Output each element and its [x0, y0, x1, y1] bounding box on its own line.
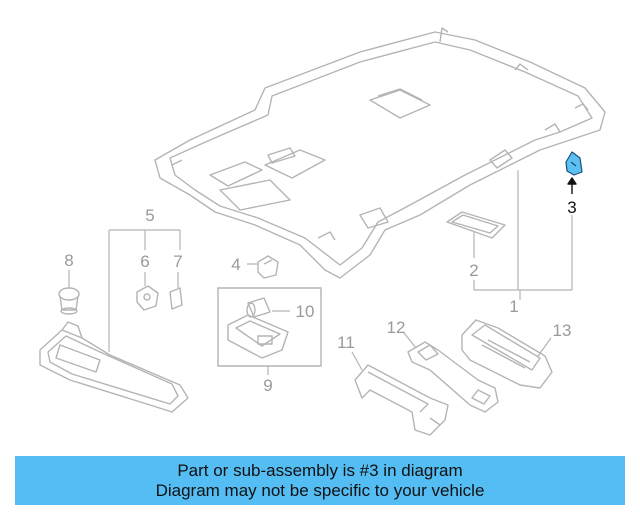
part-8-grommet — [58, 287, 80, 315]
part-number-8: 8 — [64, 251, 73, 270]
banner-line-disclaimer: Diagram may not be specific to your vehi… — [155, 480, 485, 500]
part-10-bulb — [246, 297, 271, 318]
part-13-console-bracket — [461, 319, 553, 389]
part-4-clip — [257, 255, 279, 279]
sun-visor-illustration — [39, 321, 189, 413]
part-number-9: 9 — [263, 376, 272, 395]
part-11-grab-handle — [354, 364, 449, 436]
part-number-3: 3 — [567, 198, 576, 217]
part-9-map-lamp-group — [217, 287, 322, 367]
banner-line-part: Part or sub-assembly is #3 in diagram — [177, 460, 463, 480]
info-banner: Part or sub-assembly is #3 in diagram Di… — [15, 456, 625, 505]
part-number-6: 6 — [140, 252, 149, 271]
part-number-12: 12 — [387, 318, 406, 337]
part-2-trim-plate — [446, 211, 506, 239]
part-number-11: 11 — [337, 333, 355, 352]
leader-lines — [68, 170, 573, 375]
part-number-2: 2 — [469, 261, 478, 280]
parts-diagram: 1 2 3 4 5 6 7 8 9 10 11 12 13 — [39, 27, 606, 436]
part-number-13: 13 — [553, 321, 572, 340]
part-12-handle-bracket — [407, 341, 499, 413]
part-number-10: 10 — [296, 302, 315, 321]
part-number-7: 7 — [173, 252, 182, 271]
part-number-5: 5 — [145, 206, 154, 225]
part-number-4: 4 — [231, 255, 240, 274]
part-3-highlighted — [565, 151, 583, 194]
part-6-holder — [136, 285, 159, 311]
part-7-clip — [169, 287, 183, 310]
headliner-illustration — [154, 27, 606, 279]
part-number-1: 1 — [509, 297, 518, 316]
